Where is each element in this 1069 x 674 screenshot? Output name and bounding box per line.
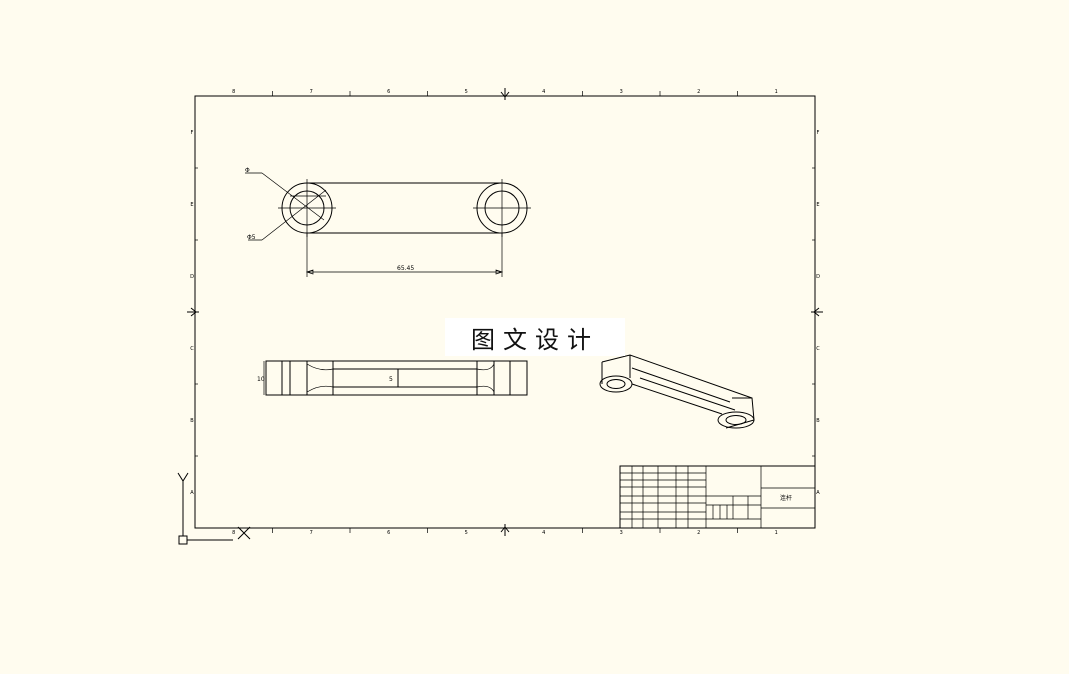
- center-mark-bottom: [500, 524, 510, 536]
- zone-label: A: [816, 490, 820, 496]
- leader-label-inner: Φ5: [247, 234, 256, 241]
- zone-label: 5: [465, 89, 468, 95]
- zone-label: D: [816, 274, 820, 280]
- zone-label: 8: [232, 89, 235, 95]
- center-mark-top: [500, 88, 510, 100]
- leader-label-outer: Φ: [245, 167, 250, 174]
- ucs-icon: [177, 472, 251, 545]
- zone-label: C: [190, 346, 194, 352]
- top-view: Φ Φ5 65.45: [245, 167, 531, 277]
- zone-label: 8: [232, 530, 235, 536]
- zone-label: 1: [775, 89, 778, 95]
- zone-label: E: [190, 202, 193, 208]
- zone-label: D: [190, 274, 194, 280]
- zone-label: 1: [775, 530, 778, 536]
- zone-label: 2: [697, 530, 700, 536]
- sheet-border: [194, 95, 816, 529]
- center-distance-dimension: 65.45: [397, 265, 414, 272]
- zone-label: B: [190, 418, 194, 424]
- zone-label: 2: [697, 89, 700, 95]
- title-block: 连杆: [619, 465, 816, 529]
- isometric-view: [599, 354, 755, 429]
- web-dimension: 5: [389, 376, 393, 383]
- height-dimension: 10: [257, 376, 265, 383]
- zone-label: B: [816, 418, 820, 424]
- front-view: 10 5: [257, 360, 528, 396]
- zone-label: A: [190, 490, 194, 496]
- zone-label: F: [191, 130, 194, 136]
- zone-label: 3: [620, 530, 623, 536]
- zone-label: 3: [620, 89, 623, 95]
- zone-label: 7: [310, 530, 313, 536]
- title-block-name: 连杆: [780, 494, 792, 502]
- zone-label: C: [816, 346, 820, 352]
- center-mark-left: [187, 307, 199, 317]
- zone-label: 4: [542, 89, 545, 95]
- zone-label: 6: [387, 530, 390, 536]
- zone-label: 7: [310, 89, 313, 95]
- zone-label: E: [816, 202, 819, 208]
- zone-label: F: [817, 130, 820, 136]
- zone-label: 4: [542, 530, 545, 536]
- center-mark-right: [811, 307, 823, 317]
- zone-label: 5: [465, 530, 468, 536]
- watermark: 图文设计: [445, 318, 625, 356]
- zone-label: 6: [387, 89, 390, 95]
